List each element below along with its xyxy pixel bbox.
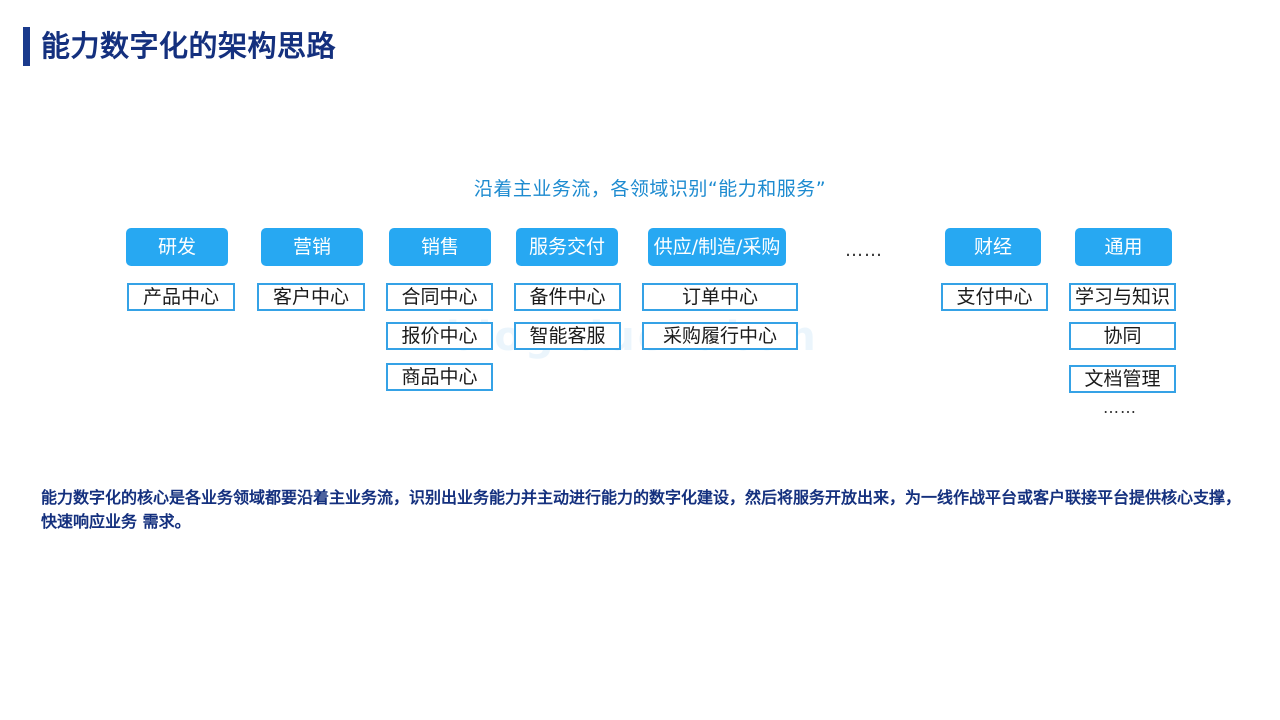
capability-box: 协同: [1069, 322, 1176, 350]
domain-marketing: 营销: [261, 228, 363, 266]
capability-box: 学习与知识: [1069, 283, 1176, 311]
diagram-heading: 沿着主业务流，各领域识别“能力和服务”: [473, 178, 827, 200]
capability-box: 产品中心: [127, 283, 235, 311]
domain-rd: 研发: [126, 228, 228, 266]
capability-box: 采购履行中心: [642, 322, 798, 350]
domain-general: 通用: [1075, 228, 1172, 266]
page-title: 能力数字化的架构思路: [41, 29, 337, 63]
domain-finance: 财经: [945, 228, 1041, 266]
domain-sales: 销售: [389, 228, 491, 266]
capability-box: 智能客服: [514, 322, 621, 350]
capability-box: 文档管理: [1069, 365, 1176, 393]
domain-service-delivery: 服务交付: [516, 228, 618, 266]
capability-box: 合同中心: [386, 283, 493, 311]
capability-box: 报价中心: [386, 322, 493, 350]
domain-supply-manufacturing-procurement: 供应/制造/采购: [648, 228, 786, 266]
capability-box: 支付中心: [941, 283, 1048, 311]
more-domains-ellipsis: ……: [845, 240, 883, 261]
capability-box: 订单中心: [642, 283, 798, 311]
capability-box: 备件中心: [514, 283, 621, 311]
summary-text: 能力数字化的核心是各业务领域都要沿着主业务流，识别出业务能力并主动进行能力的数字…: [41, 488, 1242, 531]
capability-box: 客户中心: [257, 283, 365, 311]
more-capabilities-ellipsis: ……: [1103, 398, 1137, 417]
title-accent-bar: [23, 27, 30, 66]
capability-box: 商品中心: [386, 363, 493, 391]
